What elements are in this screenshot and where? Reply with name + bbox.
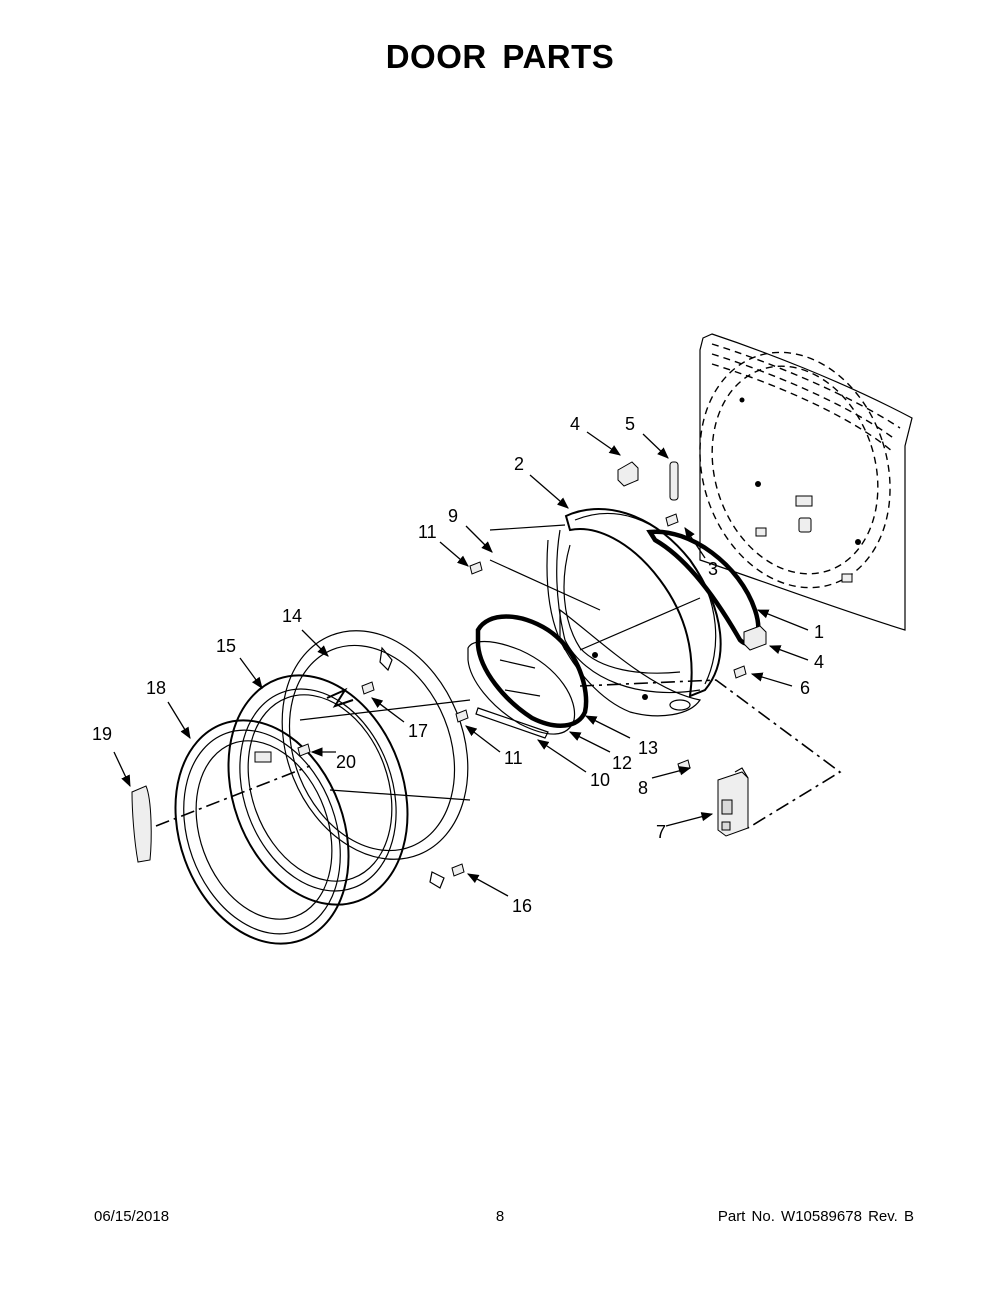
callout-18: 18 bbox=[146, 678, 166, 698]
door-trim-ring bbox=[227, 674, 409, 906]
callout-13: 13 bbox=[638, 738, 658, 758]
callout-11a: 11 bbox=[418, 522, 437, 542]
callout-3: 3 bbox=[708, 559, 718, 579]
callout-8: 8 bbox=[638, 778, 648, 798]
callout-6: 6 bbox=[800, 678, 810, 698]
hinge-pin bbox=[669, 461, 679, 501]
assembly-axis-line bbox=[155, 679, 842, 829]
footer-page-number: 8 bbox=[495, 1208, 505, 1225]
cabinet-front-panel bbox=[699, 333, 913, 631]
door-strike bbox=[617, 461, 639, 487]
callout-4b: 4 bbox=[814, 652, 824, 672]
door-switch bbox=[743, 625, 767, 651]
callout-19: 19 bbox=[92, 724, 112, 744]
callout-7: 7 bbox=[656, 822, 666, 842]
door-handle bbox=[131, 785, 152, 863]
callout-12: 12 bbox=[612, 753, 632, 773]
screws bbox=[297, 513, 747, 877]
callout-1: 1 bbox=[814, 622, 824, 642]
callout-11b: 11 bbox=[504, 748, 523, 768]
inner-glass-and-gasket bbox=[467, 614, 589, 735]
callout-4a: 4 bbox=[570, 414, 580, 434]
callout-14: 14 bbox=[282, 606, 302, 626]
outer-door-frame bbox=[281, 630, 471, 889]
callout-17: 17 bbox=[408, 721, 428, 741]
callout-15: 15 bbox=[216, 636, 236, 656]
callout-10: 10 bbox=[590, 770, 610, 790]
callout-9: 9 bbox=[448, 506, 458, 526]
leader-lines bbox=[113, 431, 809, 897]
outer-door-ring bbox=[174, 719, 350, 945]
page-title: DOOR PARTS bbox=[385, 38, 615, 75]
callout-16: 16 bbox=[512, 896, 532, 916]
inner-door-frame bbox=[489, 508, 722, 717]
footer-part-number: Part No. W10589678 Rev. B bbox=[717, 1208, 914, 1225]
callout-labels: 1 2 3 4 4 5 6 7 8 9 10 11 11 12 13 14 15… bbox=[92, 414, 824, 916]
door-hinge bbox=[717, 767, 749, 837]
door-strip bbox=[475, 707, 549, 739]
callout-5: 5 bbox=[625, 414, 635, 434]
callout-2: 2 bbox=[514, 454, 524, 474]
footer-date: 06/15/2018 bbox=[94, 1208, 170, 1225]
callout-20: 20 bbox=[336, 752, 356, 772]
